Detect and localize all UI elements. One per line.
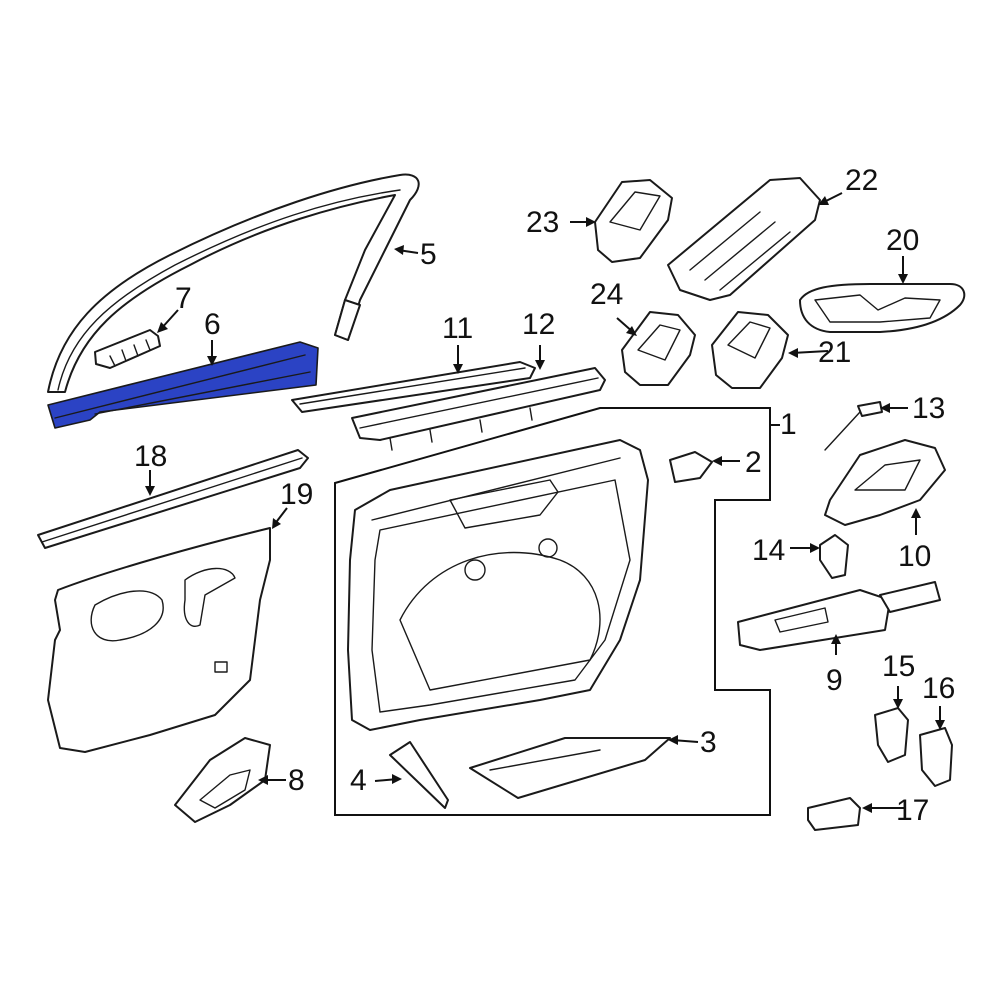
callout-6: 6 <box>204 308 221 341</box>
part-1-door-panel <box>347 439 649 731</box>
callout-10: 10 <box>898 540 931 573</box>
part-14-clip <box>819 534 849 579</box>
callout-13: 13 <box>912 392 945 425</box>
callout-19: 19 <box>280 478 313 511</box>
callout-1: 1 <box>780 408 797 441</box>
callout-14: 14 <box>752 534 785 567</box>
callout-12: 12 <box>522 308 555 341</box>
part-5-window-frame <box>47 173 420 393</box>
part-19-water-shield <box>47 527 271 753</box>
callout-24: 24 <box>590 278 623 311</box>
callout-8: 8 <box>288 764 305 797</box>
part-16-switch <box>919 727 953 787</box>
part-12-bracket <box>351 367 606 451</box>
callout-2: 2 <box>745 446 762 479</box>
part-6-highlighted-trim <box>47 341 319 429</box>
callout-21: 21 <box>818 336 851 369</box>
part-15-switch <box>874 707 909 763</box>
callout-4: 4 <box>350 764 367 797</box>
callout-17: 17 <box>896 794 929 827</box>
part-3-pocket-trim <box>469 737 671 799</box>
callout-22: 22 <box>845 164 878 197</box>
part-11-belt-molding <box>291 361 536 413</box>
callout-7: 7 <box>175 282 192 315</box>
part-2-clip <box>669 451 713 483</box>
part-9-switch-panel <box>737 581 941 651</box>
part-13-cable <box>824 401 883 451</box>
part-4-end-cap <box>389 741 449 809</box>
leader-lines <box>145 192 945 813</box>
part-22-master-switch <box>667 177 821 301</box>
callout-11: 11 <box>442 312 473 345</box>
callout-23: 23 <box>526 206 559 239</box>
callout-16: 16 <box>922 672 955 705</box>
highlight-fill <box>47 341 319 429</box>
callout-9: 9 <box>826 664 843 697</box>
callout-20: 20 <box>886 224 919 257</box>
part-23-switch <box>594 179 673 263</box>
part-20-bezel-plate <box>799 283 966 333</box>
part-24-switch <box>621 311 696 386</box>
callout-3: 3 <box>700 726 717 759</box>
callout-18: 18 <box>134 440 167 473</box>
part-18-weatherstrip <box>37 449 309 549</box>
callout-5: 5 <box>420 238 437 271</box>
part-17-switch-bezel <box>807 797 861 831</box>
part-10-inside-handle <box>824 439 946 526</box>
callout-15: 15 <box>882 650 915 683</box>
part-7-trim-piece <box>94 329 161 369</box>
part-21-switch <box>711 311 789 389</box>
callout-labels: 1 2 3 4 5 6 7 8 9 10 11 12 13 14 15 16 1… <box>134 164 955 827</box>
assembly-1-bracket <box>334 407 771 816</box>
part-8-handle-housing <box>174 737 271 823</box>
